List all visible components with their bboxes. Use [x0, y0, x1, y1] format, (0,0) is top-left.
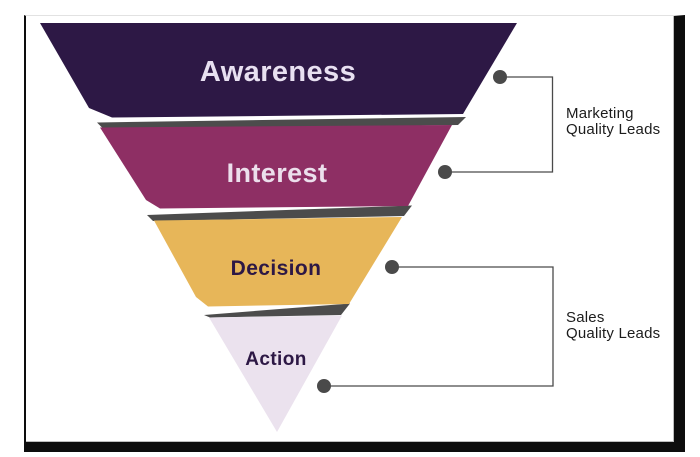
funnel-layer-awareness: [40, 23, 517, 118]
callout-marketing-label: Marketing Quality Leads: [566, 106, 660, 138]
callout-line-2: Quality Leads: [566, 121, 661, 138]
funnel-label-awareness: Awareness: [200, 56, 356, 88]
callout-line-1: Sales: [566, 309, 605, 326]
connector-sales-bracket: [324, 266, 554, 387]
funnel-label-interest: Interest: [227, 158, 328, 188]
connector-dot-decision: [385, 260, 399, 274]
funnel-label-decision: Decision: [231, 257, 322, 280]
connector-dot-action: [317, 379, 331, 393]
connector-dot-awareness: [493, 70, 507, 84]
funnel-label-action: Action: [245, 349, 307, 370]
callout-line-2: Quality Leads: [566, 325, 661, 342]
funnel-separator-1: [97, 117, 466, 130]
callout-line-1: Marketing: [566, 105, 634, 122]
funnel-layer-action: [209, 315, 342, 432]
funnel-layer-decision: [154, 217, 402, 307]
connector-dot-interest: [438, 165, 452, 179]
funnel-layer-interest: [100, 125, 452, 209]
funnel-separator-3: [204, 303, 350, 318]
funnel-separator-2: [147, 205, 412, 221]
connector-marketing-bracket: [445, 76, 554, 173]
callout-sales-label: Sales Quality Leads: [566, 310, 660, 342]
